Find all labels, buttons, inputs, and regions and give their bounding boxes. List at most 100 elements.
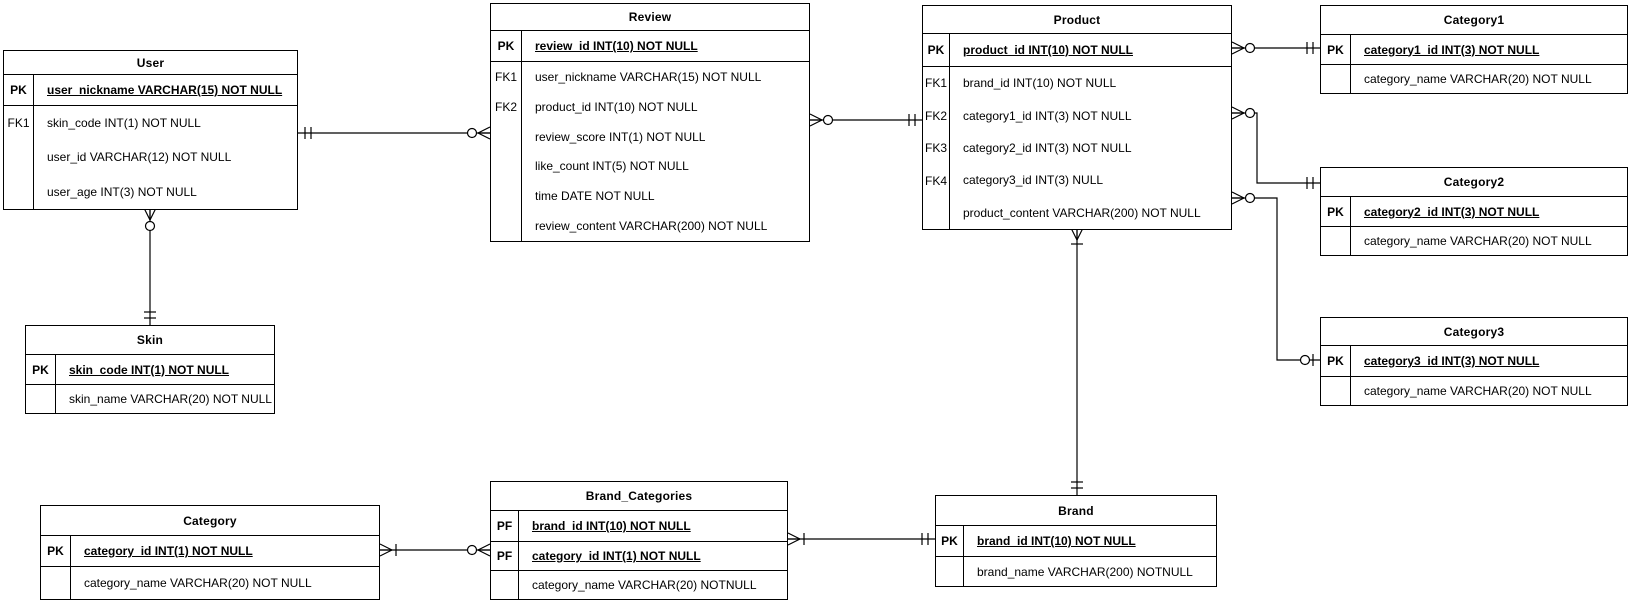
connector-category-brand_categories[interactable] bbox=[379, 543, 491, 557]
key-label: FK1 bbox=[7, 116, 30, 131]
key-label: PF bbox=[496, 519, 513, 533]
attribute: category3_id INT(3) NULL bbox=[963, 173, 1104, 188]
connector-product-brand[interactable] bbox=[1070, 227, 1084, 495]
key-label: PK bbox=[32, 362, 49, 377]
attribute-lines: category_name VARCHAR(20) NOT NULL bbox=[1351, 65, 1627, 93]
attribute-section: category_name VARCHAR(20) NOT NULL bbox=[1321, 376, 1627, 405]
key-label-column bbox=[41, 567, 71, 599]
attribute: review_score INT(1) NOT NULL bbox=[535, 129, 706, 144]
key-label-column: FK1 bbox=[4, 106, 34, 209]
attribute-section: skin_name VARCHAR(20) NOT NULL bbox=[26, 384, 274, 413]
attribute-lines: brand_id INT(10) NOT NULL bbox=[519, 511, 787, 541]
key-label: FK3 bbox=[924, 141, 947, 156]
key-label: FK4 bbox=[924, 174, 947, 189]
entity-title: Skin bbox=[26, 326, 274, 355]
attribute: time DATE NOT NULL bbox=[535, 189, 655, 204]
attribute: category_name VARCHAR(20) NOT NULL bbox=[1364, 384, 1592, 398]
attribute: category_name VARCHAR(20) NOT NULL bbox=[84, 576, 312, 590]
entity-title: Product bbox=[923, 6, 1231, 34]
key-label-column: PK bbox=[1321, 197, 1351, 226]
entity-title: Category1 bbox=[1321, 6, 1627, 35]
attribute-section: category_name VARCHAR(20) NOT NULL bbox=[1321, 226, 1627, 255]
key-label-column bbox=[1321, 227, 1351, 255]
key-label: PK bbox=[941, 534, 958, 548]
attribute: category_name VARCHAR(20) NOT NULL bbox=[1364, 72, 1592, 86]
attribute-lines: category_name VARCHAR(20) NOT NULL bbox=[1351, 227, 1627, 255]
key-label: PK bbox=[927, 43, 945, 57]
key-label-column bbox=[1321, 65, 1351, 93]
key-label: PK bbox=[47, 544, 64, 558]
key-label-column: PF bbox=[491, 511, 519, 541]
key-label-column: PK bbox=[936, 526, 964, 556]
attribute-lines: review_id INT(10) NOT NULL bbox=[522, 31, 809, 61]
attribute: category1_id INT(3) NOT NULL bbox=[963, 108, 1132, 123]
connector-product-category1[interactable] bbox=[1231, 41, 1320, 55]
key-label-column: PK bbox=[1321, 35, 1351, 64]
key-label: PK bbox=[1327, 354, 1344, 368]
key-label: PF bbox=[496, 549, 513, 563]
key-row-section: PK product_id INT(10) NOT NULL bbox=[923, 34, 1231, 66]
primary-key-attribute: category_id INT(1) NOT NULL bbox=[532, 549, 701, 563]
attribute: like_count INT(5) NOT NULL bbox=[535, 159, 689, 174]
key-label: PK bbox=[497, 39, 515, 53]
key-label-column: PK bbox=[491, 31, 522, 61]
connector-user-skin[interactable] bbox=[143, 207, 157, 325]
attribute: brand_name VARCHAR(200) NOTNULL bbox=[977, 564, 1193, 579]
attribute-section: category_name VARCHAR(20) NOT NULL bbox=[1321, 64, 1627, 93]
key-label-column: PF bbox=[491, 542, 519, 570]
connector-user-review[interactable] bbox=[298, 126, 491, 140]
attribute-lines: product_id INT(10) NOT NULL bbox=[950, 34, 1231, 66]
key-label-column: PK bbox=[923, 34, 950, 66]
connector-brand_categories-brand[interactable] bbox=[787, 532, 935, 546]
attribute-section: brand_name VARCHAR(200) NOTNULL bbox=[936, 556, 1216, 586]
attribute-lines: skin_code INT(1) NOT NULL bbox=[56, 355, 274, 384]
primary-key-attribute: category1_id INT(3) NOT NULL bbox=[1364, 42, 1540, 57]
key-label: FK1 bbox=[924, 76, 947, 91]
entity-title: User bbox=[4, 51, 297, 75]
attribute-lines: category_name VARCHAR(20) NOT NULL bbox=[71, 567, 379, 599]
attribute: product_id INT(10) NOT NULL bbox=[535, 99, 698, 114]
attribute-lines: skin_name VARCHAR(20) NOT NULL bbox=[56, 385, 274, 413]
primary-key-attribute: category3_id INT(3) NOT NULL bbox=[1364, 354, 1540, 368]
connector-review-product[interactable] bbox=[809, 113, 922, 127]
attribute-section: category_name VARCHAR(20) NOTNULL bbox=[491, 570, 787, 599]
attribute-lines: brand_name VARCHAR(200) NOTNULL bbox=[964, 557, 1216, 586]
attribute: user_age INT(3) NOT NULL bbox=[47, 184, 197, 199]
attribute-lines: user_nickname VARCHAR(15) NOT NULL bbox=[34, 75, 297, 105]
key-label: FK2 bbox=[924, 108, 947, 123]
key-label: FK2 bbox=[494, 100, 517, 114]
primary-key-attribute: review_id INT(10) NOT NULL bbox=[535, 39, 698, 53]
entity-title: Category bbox=[41, 506, 379, 536]
key-row-section: PF brand_id INT(10) NOT NULL bbox=[491, 511, 787, 541]
key-label-column bbox=[936, 557, 964, 586]
attribute-lines: category_name VARCHAR(20) NOTNULL bbox=[519, 571, 787, 599]
attribute-lines: category3_id INT(3) NOT NULL bbox=[1351, 346, 1627, 376]
connector-product-category2[interactable] bbox=[1231, 106, 1320, 189]
entity-title: Review bbox=[491, 4, 809, 31]
entity-title: Brand bbox=[936, 496, 1216, 526]
key-label-column bbox=[26, 385, 56, 413]
key-label-column: PK bbox=[1321, 346, 1351, 376]
key-row-section: PF category_id INT(1) NOT NULL bbox=[491, 541, 787, 570]
attribute-lines: category1_id INT(3) NOT NULL bbox=[1351, 35, 1627, 64]
connector-product-category3[interactable] bbox=[1231, 191, 1320, 366]
key-label-column: PK bbox=[41, 536, 71, 566]
